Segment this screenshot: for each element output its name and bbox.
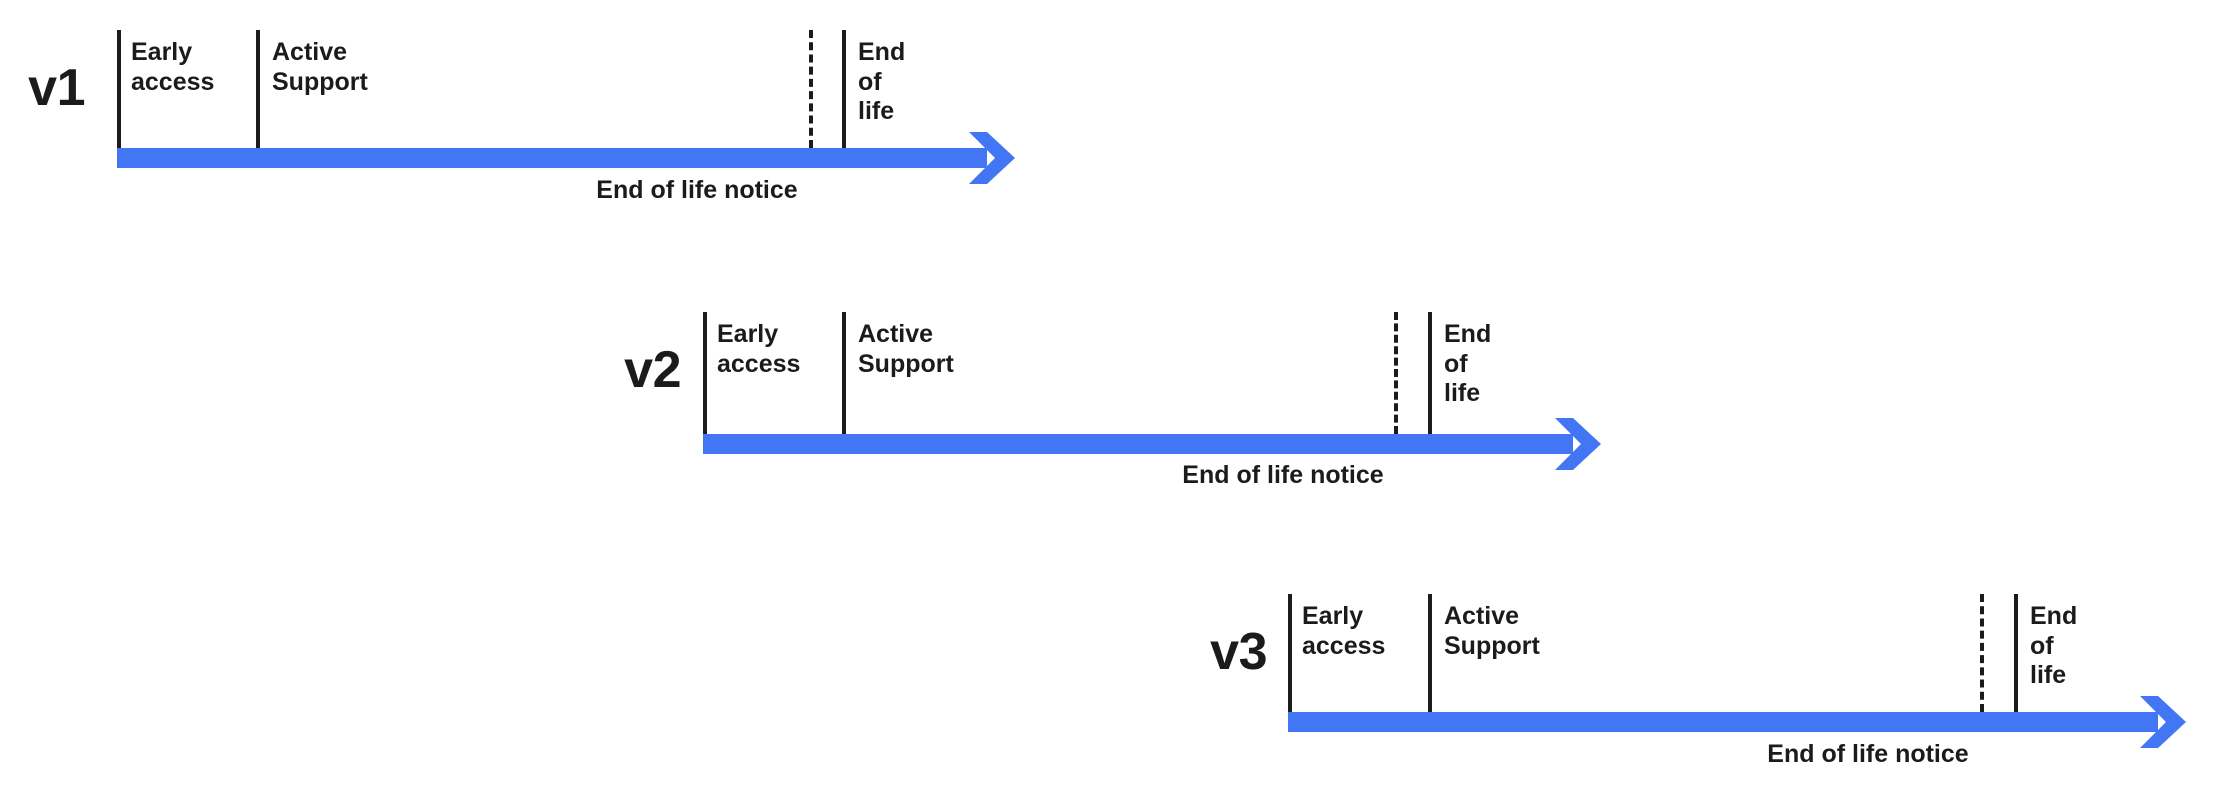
end-of-life-notice-marker [809,30,813,148]
phase-divider-0 [703,312,707,434]
phase-divider-2 [2014,594,2018,712]
timeline-arrow-head-icon [2140,696,2186,748]
phase-label-2: End of life [1444,320,1492,407]
end-of-life-notice-marker [1394,312,1398,434]
end-of-life-notice-marker [1980,594,1984,712]
phase-divider-1 [256,30,260,148]
timeline-arrow-shaft [1288,712,2158,732]
end-of-life-notice-label: End of life notice [596,176,798,204]
phase-divider-1 [842,312,846,434]
timeline-arrow-shaft [117,148,987,168]
phase-label-2: End of life [858,38,906,125]
phase-label-0: Early access [1302,602,1386,660]
version-label-v3: v3 [1210,623,1267,681]
phase-divider-2 [842,30,846,148]
timeline-arrow-head-icon [1555,418,1601,470]
phase-label-1: Active Support [272,38,368,96]
phase-divider-2 [1428,312,1432,434]
phase-label-0: Early access [131,38,215,96]
version-label-v1: v1 [28,59,85,117]
phase-divider-1 [1428,594,1432,712]
phase-divider-0 [117,30,121,148]
phase-label-0: Early access [717,320,801,378]
phase-label-1: Active Support [858,320,954,378]
timeline-arrow-shaft [703,434,1573,454]
end-of-life-notice-label: End of life notice [1182,461,1384,489]
end-of-life-notice-label: End of life notice [1767,740,1969,768]
phase-label-2: End of life [2030,602,2078,689]
phase-label-1: Active Support [1444,602,1540,660]
phase-divider-0 [1288,594,1292,712]
timeline-arrow-head-icon [969,132,1015,184]
version-label-v2: v2 [624,341,681,399]
